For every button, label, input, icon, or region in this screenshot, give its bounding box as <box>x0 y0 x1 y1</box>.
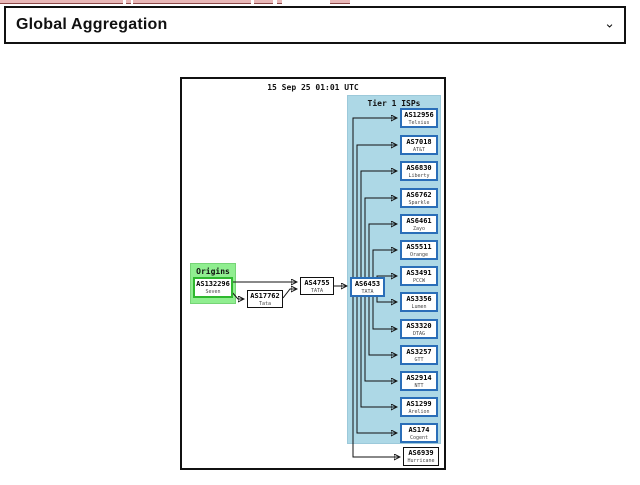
asn-label: AS6939 <box>408 449 434 457</box>
org-label: TATA <box>310 287 324 294</box>
org-label: DTAG <box>412 330 426 337</box>
top-nav-link-fragment[interactable] <box>277 0 282 4</box>
org-label: Tata <box>258 300 272 307</box>
org-label: Cogent <box>409 434 429 441</box>
aggregation-select-value: Global Aggregation <box>16 16 168 33</box>
as-node-tier1[interactable]: AS3257 GTT <box>400 345 438 365</box>
as-node-tier1[interactable]: AS174 Cogent <box>400 423 438 443</box>
asn-label: AS3356 <box>406 294 432 303</box>
asn-label: AS6830 <box>406 163 432 172</box>
as-node-tier1[interactable]: AS6461 Zayo <box>400 214 438 234</box>
as-path-diagram: 15 Sep 25 01:01 UTC Tier 1 ISPs Origins <box>180 77 446 470</box>
edge-lines <box>230 79 444 468</box>
top-nav-link-fragment[interactable] <box>330 0 350 4</box>
as-node[interactable]: AS17762 Tata <box>247 290 283 308</box>
diagram-timestamp: 15 Sep 25 01:01 UTC <box>267 83 359 92</box>
as-node-tier1[interactable]: AS6830 Liberty <box>400 161 438 181</box>
org-label: Sparkle <box>408 199 430 206</box>
asn-label: AS6461 <box>406 216 432 225</box>
as-node-origin[interactable]: AS132296 Seven <box>193 277 233 298</box>
org-label: Lumen <box>411 303 427 310</box>
as-node[interactable]: AS6939 Hurricane <box>403 447 439 466</box>
asn-label: AS5511 <box>406 242 432 251</box>
as-node-tier1[interactable]: AS2914 NTT <box>400 371 438 391</box>
asn-label: AS3320 <box>406 321 432 330</box>
asn-label: AS6453 <box>354 279 381 288</box>
org-label: Liberty <box>408 172 430 179</box>
org-label: Orange <box>409 251 429 258</box>
tier1-cluster-label: Tier 1 ISPs <box>367 99 421 108</box>
top-nav-link-fragment[interactable] <box>133 0 251 4</box>
asn-label: AS7018 <box>406 137 432 146</box>
asn-label: AS132296 <box>196 280 230 288</box>
chevron-down-icon: ⌄ <box>604 16 615 32</box>
asn-label: AS12956 <box>404 110 434 119</box>
asn-label: AS1299 <box>406 399 432 408</box>
org-label: Arelion <box>408 408 430 415</box>
org-label: PCCW <box>412 277 426 284</box>
as-node-tier1[interactable]: AS6762 Sparkle <box>400 188 438 208</box>
org-label: TATA <box>361 288 374 295</box>
org-label: AT&T <box>412 146 426 153</box>
top-nav-link-fragment[interactable] <box>126 0 131 4</box>
as-node-tier1[interactable]: AS5511 Orange <box>400 240 438 260</box>
as-node-tier1[interactable]: AS3491 PCCW <box>400 266 438 286</box>
as-node-tier1[interactable]: AS7018 AT&T <box>400 135 438 155</box>
as-node-tier1[interactable]: AS3320 DTAG <box>400 319 438 339</box>
top-nav-link-fragment[interactable] <box>0 0 123 4</box>
org-label: Hurricane <box>407 458 435 464</box>
org-label: GTT <box>414 356 424 363</box>
asn-label: AS3491 <box>406 268 432 277</box>
as-node-tier1[interactable]: AS3356 Lumen <box>400 292 438 312</box>
org-label: Zayo <box>412 225 426 232</box>
as-node-tier1[interactable]: AS1299 Arelion <box>400 397 438 417</box>
asn-label: AS4755 <box>304 278 330 287</box>
top-nav-link-fragment[interactable] <box>254 0 273 4</box>
asn-label: AS6762 <box>406 190 432 199</box>
asn-label: AS3257 <box>406 347 432 356</box>
as-node-tier1[interactable]: AS12956 Telxius <box>400 108 438 128</box>
asn-label: AS2914 <box>406 373 432 382</box>
org-label: NTT <box>414 382 424 389</box>
org-label: Telxius <box>408 119 430 126</box>
asn-label: AS174 <box>408 425 430 434</box>
as-node[interactable]: AS6453 TATA <box>350 277 385 297</box>
org-label: Seven <box>205 289 221 295</box>
aggregation-select[interactable]: Global Aggregation ⌄ <box>4 6 626 44</box>
asn-label: AS17762 <box>250 291 280 300</box>
origins-cluster-label: Origins <box>196 267 230 276</box>
as-node[interactable]: AS4755 TATA <box>300 277 334 295</box>
